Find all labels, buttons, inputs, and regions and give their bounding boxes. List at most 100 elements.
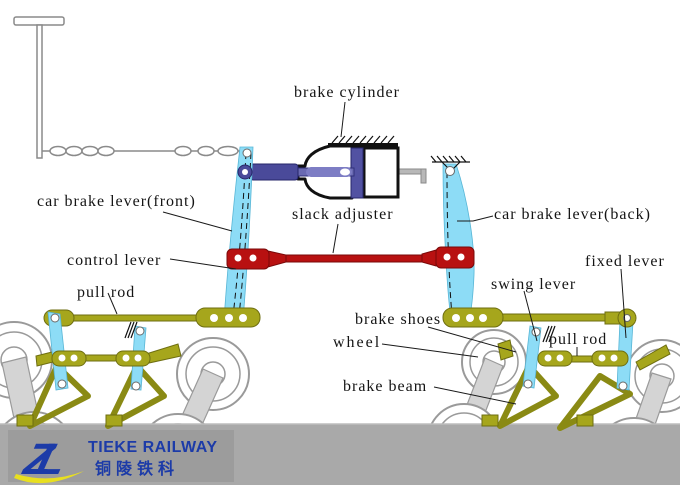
front-lever-dash [232,152,247,317]
chain-link [97,145,115,157]
beam-foot [576,414,594,427]
brake-shoe [145,343,182,364]
pivot-pin [57,379,67,389]
fixed-mount-hatch [124,321,138,339]
label-fixed-lever: fixed lever [585,253,665,270]
pin-hole [249,254,257,262]
chain-link [217,145,239,157]
label-brake-shoes: brake shoes [355,311,441,328]
hand-brake-shaft [36,24,43,159]
brake-chain [42,145,243,157]
pointer-swing-lever [523,290,538,342]
brake-cylinder-assembly [245,135,427,200]
pointer-pull-rod-left [107,292,118,315]
beam-foot [481,414,499,427]
label-control-lever: control lever [67,252,161,269]
pivot-pin [531,327,541,337]
pin-hole [239,314,247,322]
pin-hole [457,253,465,261]
rod-eye [51,350,87,367]
brake-beam [557,373,633,431]
rod-joint-pin [242,169,248,175]
pull-rod-long [65,314,207,322]
pin-hole [225,314,233,322]
pivot-pin [523,379,533,389]
adjuster-head [226,248,270,270]
rod-eye [591,350,629,367]
right-bogie [481,308,671,431]
chain-link [197,145,215,157]
label-car-brake-lever-front: car brake lever(front) [37,193,196,210]
adjuster-taper [421,249,437,267]
brake-beam [105,363,167,429]
logo-company-en: TIEKE RAILWAY [88,439,217,456]
logo-company-zh: 铜陵铁科 [95,459,179,478]
chain-link [49,145,67,157]
pivot-pin [50,313,60,323]
brake-beam [27,363,91,429]
bogie-swing-lever [522,325,542,389]
pivot-pin [445,166,455,176]
pin-hole [122,354,130,362]
logo-panel [8,430,234,482]
pointer-brake-beam [433,386,517,405]
label-car-brake-lever-back: car brake lever(back) [494,206,651,223]
pointer-slack-adjuster [332,223,339,254]
pointer-back-lever [457,215,494,222]
pointer-fixed-lever [620,268,627,339]
rod-eye [537,350,573,367]
beam-foot [16,414,34,427]
chain-link [65,145,83,157]
label-wheel: wheel [333,334,381,351]
label-pull-rod-left: pull rod [77,284,135,301]
piston-rod-inner [306,167,352,177]
pointer-lines [107,101,627,405]
pull-rod-long [495,313,613,322]
adjuster-head [435,246,475,269]
label-swing-lever: swing lever [491,276,576,293]
label-pull-rod-right: pull rod [549,331,607,348]
pointer-brake-cylinder [340,101,346,138]
pin-hole [544,354,552,362]
label-brake-beam: brake beam [343,378,427,395]
cylinder-body [362,146,400,199]
pivot-pin [131,381,141,391]
fixed-mount-hatch [542,325,556,343]
rod-eye [115,350,151,367]
adjuster-taper [267,250,287,268]
slack-adjuster [226,246,475,270]
labels: brake cylinder car brake lever(front) sl… [37,84,665,395]
pin-hole [443,253,451,261]
cylinder-mount-hatch [331,135,395,144]
mount-hatch [430,155,467,163]
brake-beam [497,363,559,429]
chain-pin [242,148,252,158]
back-lever-body [442,163,475,321]
pivot-pin [623,314,631,322]
front-lever-dash [238,152,252,317]
pin-hole [58,354,66,362]
pointer-front-lever [162,211,233,232]
pin-hole [479,314,487,322]
pin-hole [598,354,606,362]
pivot-pin [135,326,145,336]
brake-shoe-hanger [635,344,671,371]
piston-rod-sleeve [249,163,299,181]
pointer-brake-shoes [427,326,517,353]
pointer-wheel [381,343,479,358]
chain-link [174,145,192,157]
chain-link [81,145,99,157]
pin-hole [134,354,142,362]
pin-hole [610,354,618,362]
pin-hole [70,354,78,362]
label-slack-adjuster: slack adjuster [292,206,394,223]
beam-foot [105,414,123,427]
hand-brake-handle [13,16,65,26]
piston-rod-tip [340,168,350,176]
pin-hole [234,254,242,262]
brake-shoe [497,339,514,361]
adjuster-rod [285,254,423,263]
pin-hole [210,314,218,322]
